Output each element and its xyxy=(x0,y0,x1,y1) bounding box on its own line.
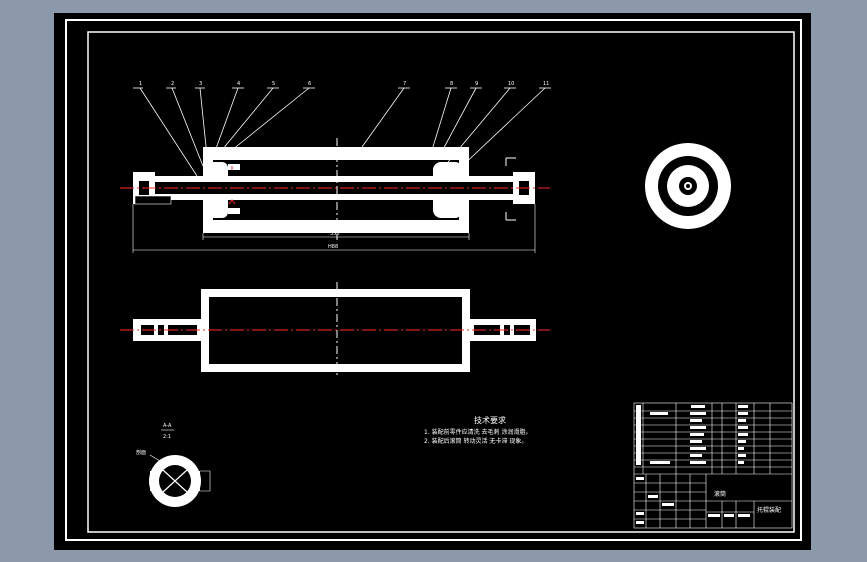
cutting-plane-marks xyxy=(505,157,516,221)
balloon-11: 11 xyxy=(543,81,549,87)
dimension-overall-length: H88 xyxy=(328,244,338,250)
section-detail-cross xyxy=(162,469,188,493)
side-view-center xyxy=(686,184,690,188)
balloon-8: 8 xyxy=(450,81,453,87)
tech-req-item-1: 1. 装配前零件应清洗 去毛刺 涂润滑脂。 xyxy=(424,428,531,436)
inner-frame xyxy=(87,31,795,533)
section-detail-key-left xyxy=(150,471,158,491)
balloon-4: 4 xyxy=(237,81,240,87)
balloon-2: 2 xyxy=(171,81,174,87)
balloon-9: 9 xyxy=(475,81,478,87)
section-detail-key-right xyxy=(192,471,200,491)
balloon-7: 7 xyxy=(403,81,406,87)
dimension-inner-length: 350 xyxy=(330,231,340,237)
outer-frame xyxy=(65,19,802,541)
tech-req-item-2: 2. 装配后滚筒 转动灵活 无卡滞 现象。 xyxy=(424,437,527,445)
section-note: 剖面 xyxy=(136,449,146,456)
section-note-leader xyxy=(149,454,161,462)
tech-req-title: 技术要求 xyxy=(474,415,506,425)
seal-left-top xyxy=(228,164,240,170)
section-label-bottom: 2:1 xyxy=(163,434,171,440)
seal-left-bottom xyxy=(228,208,240,214)
title-block xyxy=(633,402,793,529)
title-block-frame xyxy=(633,402,793,529)
balloon-labels: 1 2 3 4 5 6 7 8 9 10 11 xyxy=(139,81,549,87)
balloon-6: 6 xyxy=(308,81,311,87)
balloon-5: 5 xyxy=(272,81,275,87)
outline-view xyxy=(133,289,536,372)
shaft-bore xyxy=(143,182,525,194)
balloon-3: 3 xyxy=(199,81,202,87)
leader-lines xyxy=(133,87,551,177)
dimension-lines xyxy=(132,204,536,253)
fit-annotation-box xyxy=(134,195,172,205)
balloon-1: 1 xyxy=(139,81,142,87)
title-block-drawing-name: 托辊装配 xyxy=(757,506,781,514)
section-label-top: A-A xyxy=(163,423,172,429)
technical-requirements: 技术要求 1. 装配前零件应清洗 去毛刺 涂润滑脂。 2. 装配后滚筒 转动灵活… xyxy=(424,415,531,445)
parts-list-marks xyxy=(636,405,750,524)
side-view xyxy=(645,143,731,229)
section-dimension-bracket xyxy=(200,470,211,492)
section-detail: A-A 2:1 剖面 xyxy=(136,423,211,507)
arrow-marks xyxy=(228,166,236,205)
balloon-10: 10 xyxy=(508,81,514,87)
title-block-part-name: 滚筒 xyxy=(714,490,726,498)
